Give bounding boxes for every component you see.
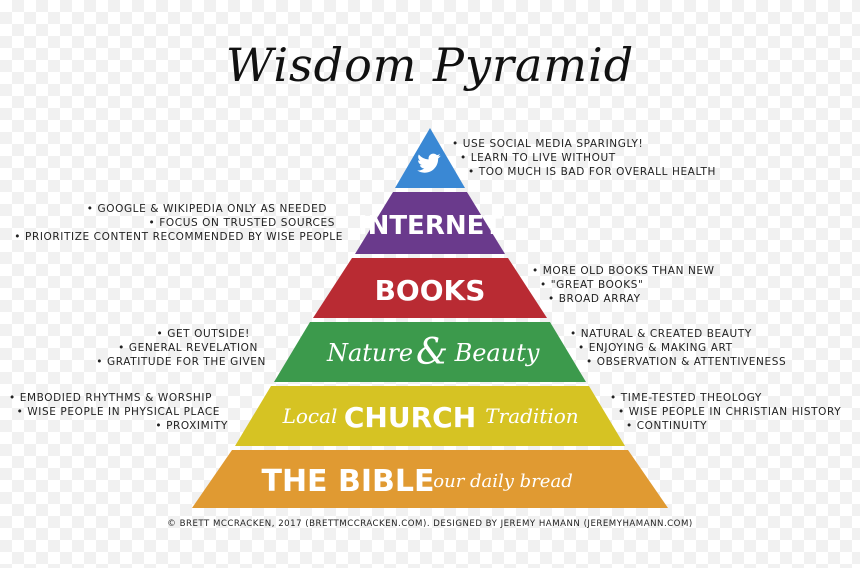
notes-social: • USE SOCIAL MEDIA SPARINGLY! • LEARN TO… <box>452 137 716 179</box>
notes-books: • MORE OLD BOOKS THAN NEW • "GREAT BOOKS… <box>532 264 715 306</box>
list-item: • PRIORITIZE CONTENT RECOMMENDED BY WISE… <box>14 231 343 243</box>
notes-church-right: • TIME-TESTED THEOLOGY • WISE PEOPLE IN … <box>610 391 841 433</box>
tier-bible-label: THE BIBLE <box>261 464 434 499</box>
notes-nature-left: • GET OUTSIDE! • GENERAL REVELATION • GR… <box>96 327 266 369</box>
tier-internet-label: INTERNET <box>358 211 502 241</box>
list-item: • TIME-TESTED THEOLOGY <box>610 392 762 404</box>
list-item: • ENJOYING & MAKING ART <box>578 342 733 354</box>
list-item: • FOCUS ON TRUSTED SOURCES <box>148 217 335 229</box>
list-item: • "GREAT BOOKS" <box>540 279 644 291</box>
list-item: • GENERAL REVELATION <box>118 342 258 354</box>
list-item: • OBSERVATION & ATTENTIVENESS <box>586 356 787 368</box>
page-title: Wisdom Pyramid <box>225 38 635 92</box>
notes-internet: • GOOGLE & WIKIPEDIA ONLY AS NEEDED • FO… <box>14 202 343 244</box>
tier-books <box>313 258 547 318</box>
twitter-bird-icon <box>417 153 441 173</box>
list-item: • WISE PEOPLE IN PHYSICAL PLACE <box>16 406 220 418</box>
tier-church <box>235 386 625 446</box>
list-item: • BROAD ARRAY <box>548 293 641 305</box>
tier-church-script-right: Tradition <box>485 404 578 428</box>
list-item: • WISE PEOPLE IN CHRISTIAN HISTORY <box>618 406 842 418</box>
tier-nature <box>274 322 586 382</box>
tier-nature-script-left: Nature <box>326 339 413 367</box>
list-item: • MORE OLD BOOKS THAN NEW <box>532 265 715 277</box>
list-item: • GRATITUDE FOR THE GIVEN <box>96 356 266 368</box>
tier-bible-script: our daily bread <box>433 471 572 492</box>
list-item: • GET OUTSIDE! <box>156 328 250 340</box>
tier-nature-script-right: Beauty <box>454 339 540 367</box>
list-item: • CONTINUITY <box>626 420 708 432</box>
list-item: • NATURAL & CREATED BEAUTY <box>570 328 752 340</box>
tier-church-script-left: Local <box>282 404 338 428</box>
list-item: • USE SOCIAL MEDIA SPARINGLY! <box>452 138 644 150</box>
copyright-footer: © BRETT MCCRACKEN, 2017 (BRETTMCCRACKEN.… <box>167 519 693 529</box>
tier-internet <box>355 192 505 254</box>
notes-nature-right: • NATURAL & CREATED BEAUTY • ENJOYING & … <box>570 327 786 369</box>
list-item: • PROXIMITY <box>155 420 228 432</box>
tier-bible <box>192 450 668 508</box>
notes-church-left: • EMBODIED RHYTHMS & WORSHIP • WISE PEOP… <box>9 391 228 433</box>
tier-nature-amp: & <box>416 332 448 373</box>
tier-church-label: CHURCH <box>344 401 476 434</box>
list-item: • EMBODIED RHYTHMS & WORSHIP <box>9 392 212 404</box>
list-item: • GOOGLE & WIKIPEDIA ONLY AS NEEDED <box>86 203 327 215</box>
list-item: • TOO MUCH IS BAD FOR OVERALL HEALTH <box>468 166 716 178</box>
list-item: • LEARN TO LIVE WITHOUT <box>460 152 616 164</box>
tier-books-label: BOOKS <box>375 274 486 307</box>
